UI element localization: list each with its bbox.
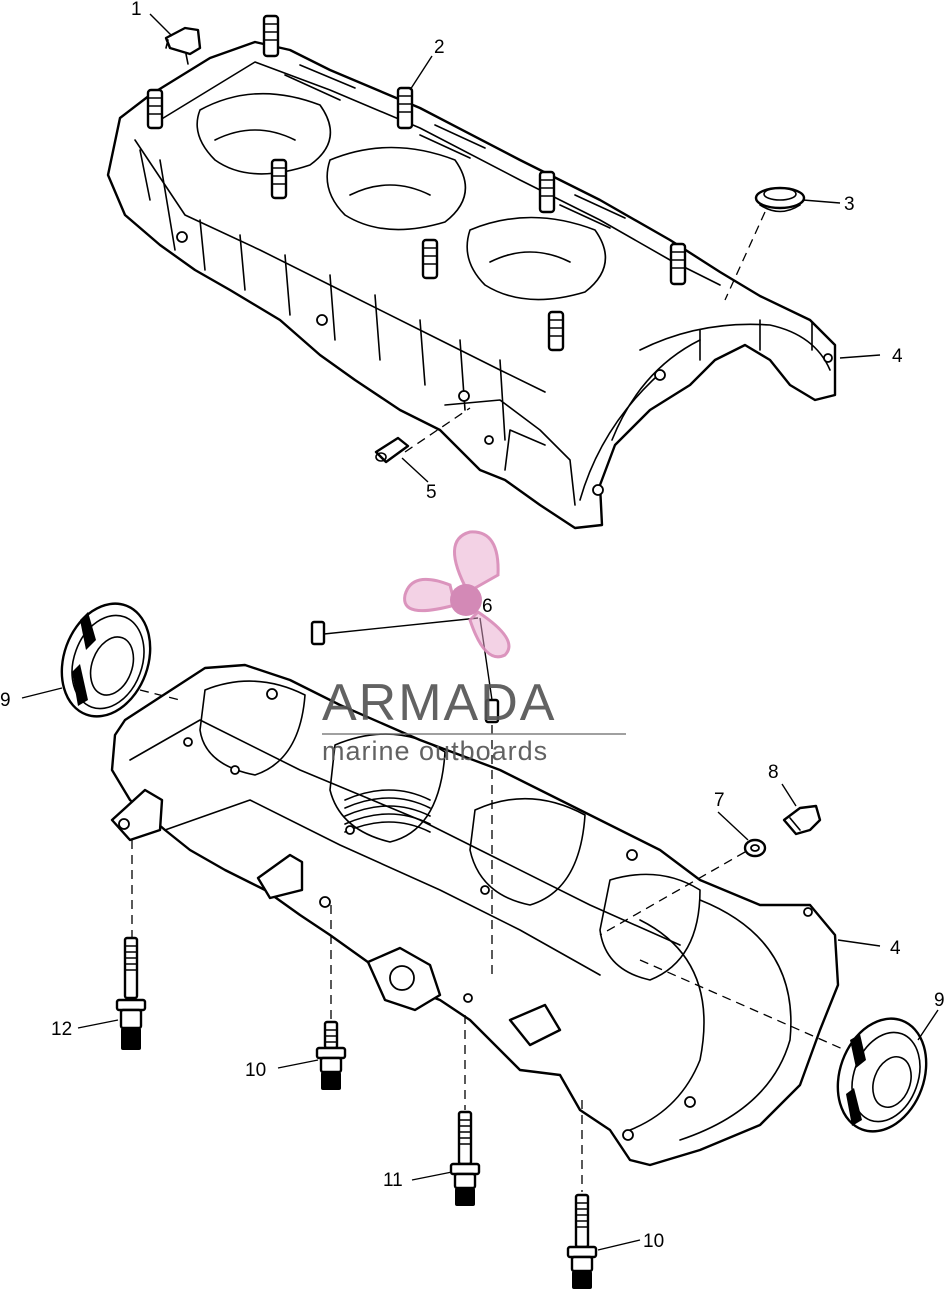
callout-labels: 1 2 3 4 5 6 7 8 4 9 9 10 10 11 12 xyxy=(0,0,945,1252)
callout-6: 6 xyxy=(482,596,493,617)
callout-8: 8 xyxy=(768,762,779,783)
oil-seal-part-9-left xyxy=(60,602,152,718)
propeller-logo-icon xyxy=(403,530,511,659)
watermark-tagline: marine outboards xyxy=(322,736,548,766)
upper-crankcase-half xyxy=(106,14,837,530)
callout-5: 5 xyxy=(426,482,437,503)
callout-7: 7 xyxy=(714,790,725,811)
callout-10-left: 10 xyxy=(245,1060,266,1081)
callout-12: 12 xyxy=(51,1019,72,1040)
bolt-part-10-left xyxy=(315,1020,347,1090)
washer-part-7 xyxy=(743,838,767,858)
dowel-pin-part-5 xyxy=(374,436,410,464)
assembly-guide-lines xyxy=(131,211,846,1192)
screw-part-8 xyxy=(782,804,822,836)
bolt-part-11 xyxy=(449,1110,481,1206)
callout-9-right: 9 xyxy=(934,990,945,1011)
lower-crankcase-half xyxy=(110,663,840,1167)
main-bearing-ridges xyxy=(344,789,431,833)
elbow-fitting-part-1 xyxy=(164,26,202,65)
callout-10-right: 10 xyxy=(643,1231,664,1252)
stud-bolts xyxy=(146,14,687,352)
callout-4-lower: 4 xyxy=(890,938,901,959)
callout-4-upper: 4 xyxy=(892,346,903,367)
callout-9-left: 9 xyxy=(0,690,11,711)
callout-2: 2 xyxy=(434,37,445,58)
armada-watermark: ARMADA marine outboards xyxy=(322,530,626,766)
callout-3: 3 xyxy=(844,194,855,215)
bolt-part-10-right xyxy=(566,1193,598,1289)
callout-11: 11 xyxy=(383,1170,403,1191)
oil-seal-part-9-right xyxy=(836,1017,928,1133)
callout-leader-lines xyxy=(21,13,939,1251)
watermark-brand-name: ARMADA xyxy=(322,674,556,732)
bolt-part-12 xyxy=(115,936,147,1050)
rubber-plug-part-3 xyxy=(754,186,806,213)
callout-1: 1 xyxy=(131,0,142,20)
